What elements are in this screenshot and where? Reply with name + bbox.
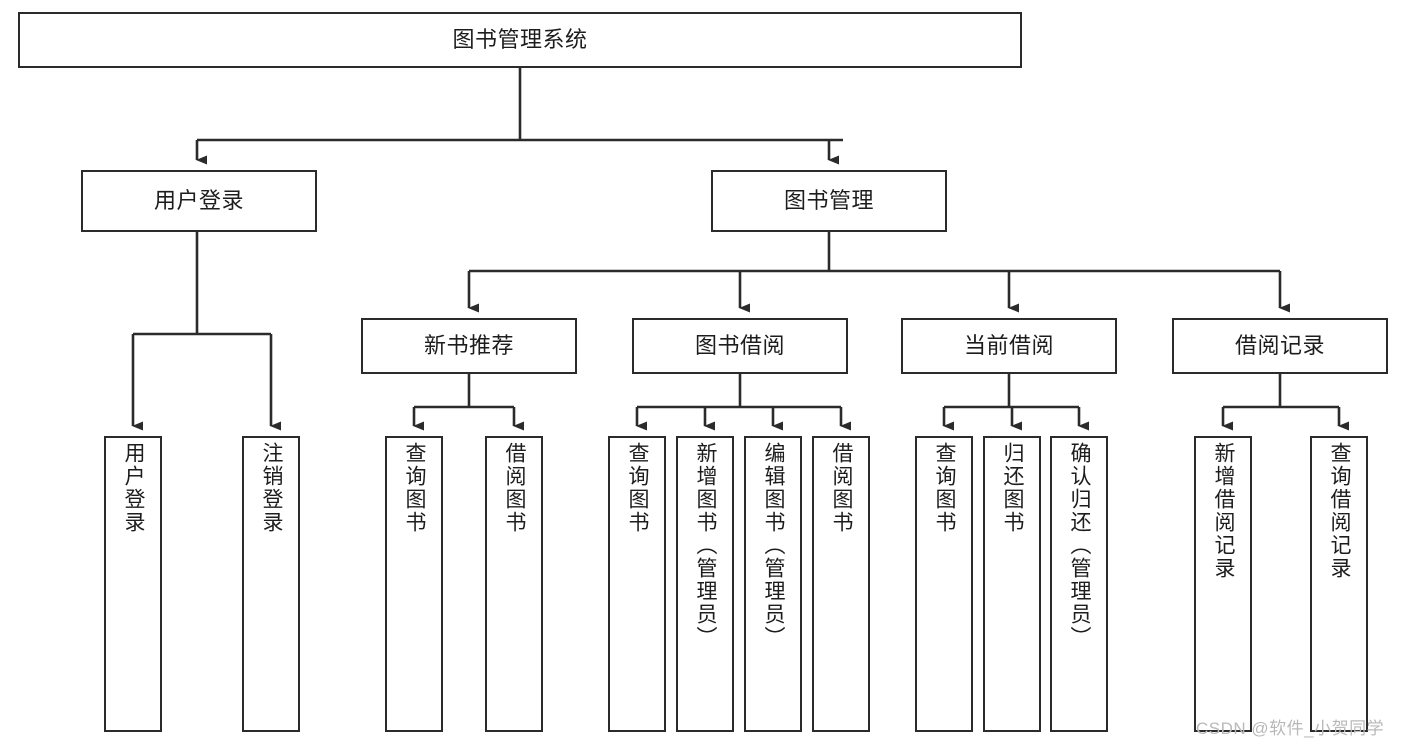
leaf-query-book-recommend-label: 查询图书 <box>403 442 427 534</box>
leaf-borrow-book-recommend-label: 借阅图书 <box>503 442 527 534</box>
leaf-add-borrow-record[interactable]: 新增借阅记录 <box>1194 436 1252 732</box>
leaf-add-borrow-record-label: 新增借阅记录 <box>1212 442 1236 580</box>
node-borrow-records[interactable]: 借阅记录 <box>1172 318 1388 374</box>
node-book-management[interactable]: 图书管理 <box>711 170 947 232</box>
leaf-lend-book[interactable]: 借阅图书 <box>812 436 870 732</box>
leaf-query-borrow-record-label: 查询借阅记录 <box>1328 442 1352 580</box>
node-book-management-label: 图书管理 <box>783 187 874 213</box>
leaf-query-book-recommend[interactable]: 查询图书 <box>385 436 443 732</box>
leaf-query-book-borrow[interactable]: 查询图书 <box>608 436 666 732</box>
node-current-borrow[interactable]: 当前借阅 <box>901 318 1117 374</box>
leaf-logout-label: 注销登录 <box>260 442 284 534</box>
node-book-borrow[interactable]: 图书借阅 <box>632 318 848 374</box>
leaf-logout[interactable]: 注销登录 <box>242 436 300 732</box>
node-user-login-label: 用户登录 <box>153 187 244 213</box>
leaf-return-book[interactable]: 归还图书 <box>983 436 1041 732</box>
leaf-confirm-return-admin[interactable]: 确认归还（管理员） <box>1050 436 1108 732</box>
leaf-query-book-current[interactable]: 查询图书 <box>915 436 973 732</box>
leaf-edit-book-admin[interactable]: 编辑图书（管理员） <box>744 436 802 732</box>
leaf-lend-book-label: 借阅图书 <box>830 442 854 534</box>
node-borrow-records-label: 借阅记录 <box>1234 332 1325 358</box>
leaf-confirm-return-admin-label: 确认归还（管理员） <box>1068 442 1092 649</box>
leaf-return-book-label: 归还图书 <box>1001 442 1025 534</box>
leaf-user-login-label: 用户登录 <box>122 442 146 534</box>
node-root[interactable]: 图书管理系统 <box>18 12 1022 68</box>
leaf-query-borrow-record[interactable]: 查询借阅记录 <box>1310 436 1368 732</box>
leaf-query-book-current-label: 查询图书 <box>933 442 957 534</box>
leaf-borrow-book-recommend[interactable]: 借阅图书 <box>485 436 543 732</box>
node-current-borrow-label: 当前借阅 <box>963 332 1054 358</box>
leaf-edit-book-admin-label: 编辑图书（管理员） <box>762 442 786 649</box>
leaf-add-book-admin[interactable]: 新增图书（管理员） <box>676 436 734 732</box>
node-new-book-recommend[interactable]: 新书推荐 <box>361 318 577 374</box>
node-book-borrow-label: 图书借阅 <box>694 332 785 358</box>
leaf-user-login[interactable]: 用户登录 <box>104 436 162 732</box>
csdn-watermark: CSDN @软件_小贺同学 <box>1196 719 1385 738</box>
node-new-book-recommend-label: 新书推荐 <box>423 332 514 358</box>
leaf-query-book-borrow-label: 查询图书 <box>626 442 650 534</box>
leaf-add-book-admin-label: 新增图书（管理员） <box>694 442 718 649</box>
node-user-login[interactable]: 用户登录 <box>81 170 317 232</box>
node-root-label: 图书管理系统 <box>452 26 588 52</box>
